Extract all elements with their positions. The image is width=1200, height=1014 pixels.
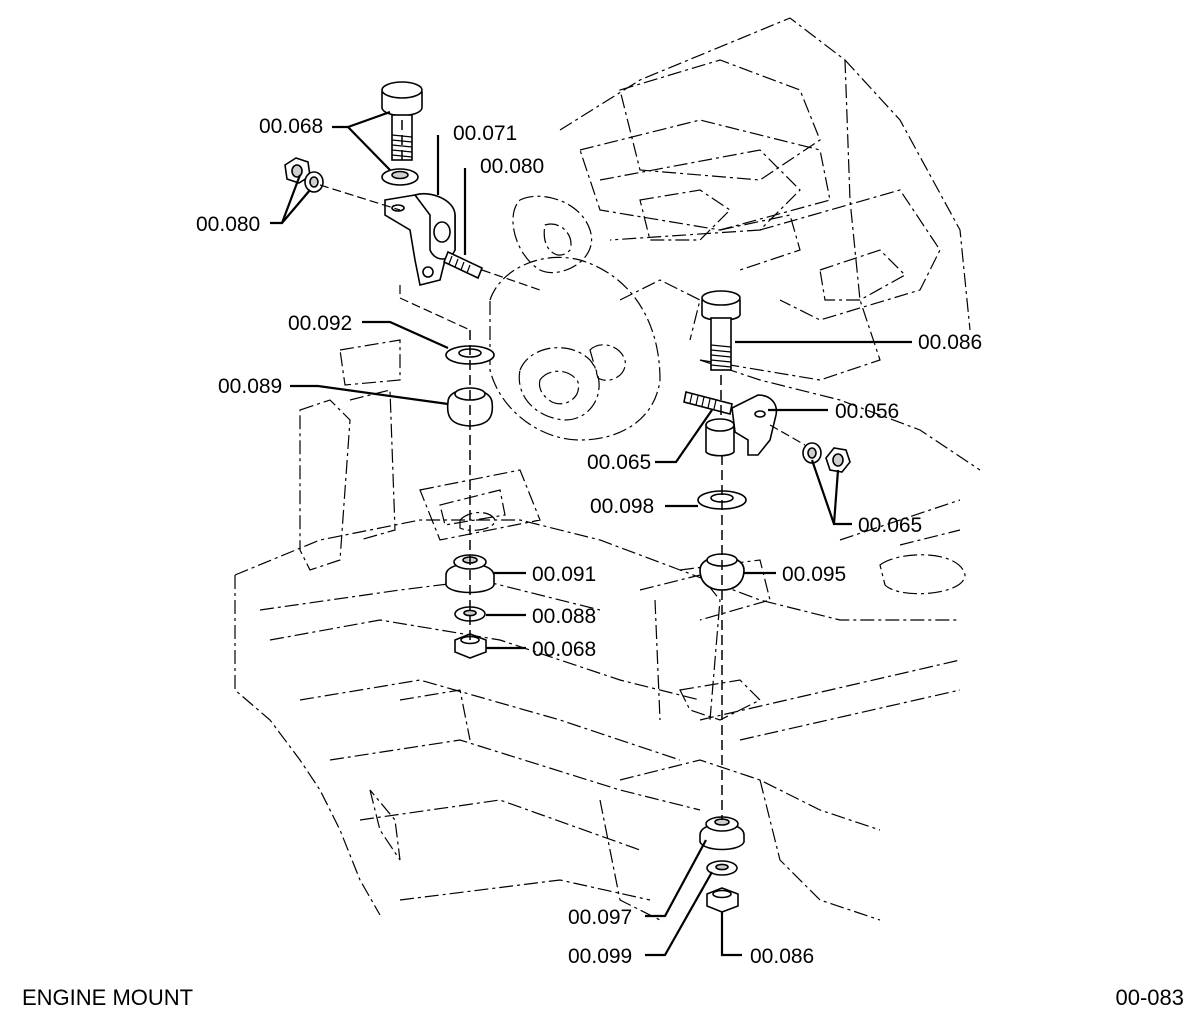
callout-00-098: 00.098 [590,495,654,518]
washer-icon [381,168,419,186]
callout-00-071: 00.071 [453,122,517,145]
timing-cover-outline [489,195,701,441]
callout-00-080-left: 00.080 [196,213,260,236]
washer-icon [706,860,738,876]
diagram-title: ENGINE MOUNT [22,985,194,1010]
callout-00-097: 00.097 [568,906,632,929]
callout-00-086-top: 00.086 [918,331,982,354]
callout-00-088: 00.088 [532,605,596,628]
left-bracket-assembly [284,81,541,659]
lock-washer-icon [304,171,324,193]
right-bracket-assembly [683,290,851,913]
callout-00-056: 00.056 [835,400,899,423]
engine-block-outline [559,17,981,471]
callout-00-086-bottom: 00.086 [750,945,814,968]
stud-icon [683,391,733,415]
callout-00-080-right: 00.080 [480,155,544,178]
callout-00-092: 00.092 [288,312,352,335]
callout-00-091: 00.091 [532,563,596,586]
callout-00-068-top: 00.068 [259,115,323,138]
stud-icon [442,250,484,280]
callout-00-065-left: 00.065 [587,451,651,474]
chassis-frame-outline [234,339,966,921]
leader-lines [270,110,912,957]
callout-00-065-right: 00.065 [858,514,922,537]
callout-00-099: 00.099 [568,945,632,968]
mounting-bracket-icon [705,394,778,457]
nut-icon [825,447,851,473]
bolt-icon [701,290,741,371]
callout-00-068-bottom: 00.068 [532,638,596,661]
rubber-cushion-icon [699,816,745,851]
callout-00-089: 00.089 [218,375,282,398]
callout-00-095: 00.095 [782,563,846,586]
page-code: 00-083 [1115,985,1184,1010]
mounting-bracket-icon [384,193,456,286]
nut-icon [706,887,739,913]
